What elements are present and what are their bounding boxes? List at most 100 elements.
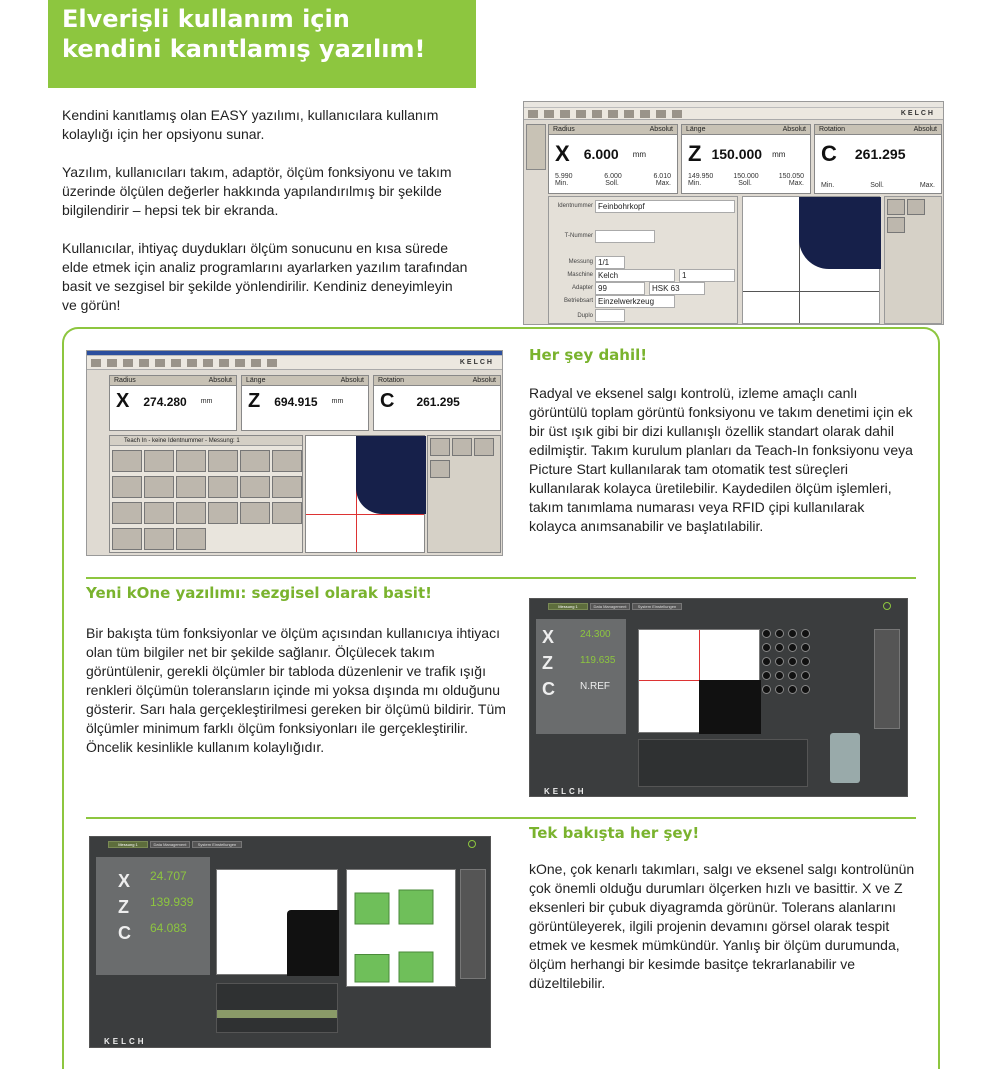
max-value: 6.010 (653, 173, 671, 180)
kelch-logo: KELCH (544, 787, 587, 796)
function-tile[interactable] (272, 476, 302, 498)
tool-icon[interactable] (801, 643, 810, 652)
function-tile[interactable] (112, 502, 142, 524)
tool-icon[interactable] (775, 671, 784, 680)
tab-data-management[interactable]: Data Management (150, 841, 190, 848)
tool-icon[interactable] (775, 629, 784, 638)
function-tile[interactable] (430, 460, 450, 478)
tool-icon (656, 109, 666, 118)
function-tile[interactable] (112, 450, 142, 472)
adapter-type-field[interactable]: HSK 63 (649, 282, 705, 295)
function-tile[interactable] (208, 450, 238, 472)
tab-data-management[interactable]: Data Management (590, 603, 630, 610)
function-tile[interactable] (240, 450, 270, 472)
duplo-field[interactable] (595, 309, 625, 322)
axis-tolerance-values: 5.990 6.000 6.010 (549, 173, 677, 180)
function-tile[interactable] (240, 502, 270, 524)
min-value: 5.990 (555, 173, 573, 180)
function-tile[interactable] (176, 476, 206, 498)
axis-value-x: 24.707 (150, 869, 187, 883)
soll-value: 6.000 (604, 173, 622, 180)
function-tile[interactable] (144, 476, 174, 498)
betriebsart-field[interactable]: Einzelwerkzeug (595, 295, 675, 308)
tool-icon[interactable] (801, 685, 810, 694)
axis-header: Radius Absolut (549, 125, 677, 135)
function-tile[interactable] (887, 217, 905, 233)
tool-icon[interactable] (788, 685, 797, 694)
maschine-number-field[interactable]: 1 (679, 269, 735, 282)
adapter-field[interactable]: 99 (595, 282, 645, 295)
function-tile[interactable] (272, 502, 302, 524)
function-tile[interactable] (208, 502, 238, 524)
function-tile[interactable] (144, 528, 174, 550)
power-icon[interactable] (468, 840, 476, 848)
function-tile[interactable] (452, 438, 472, 456)
min-label: Min. (555, 180, 569, 187)
soll-label: Soll. (738, 180, 752, 187)
tool-icon (672, 109, 682, 118)
axis-tolerance-values (815, 173, 941, 182)
function-tile[interactable] (112, 476, 142, 498)
function-tile[interactable] (907, 199, 925, 215)
axis-mode: Absolut (649, 126, 673, 133)
tool-icon[interactable] (775, 685, 784, 694)
tool-icon[interactable] (775, 657, 784, 666)
tool-icon[interactable] (762, 671, 771, 680)
function-tile[interactable] (144, 502, 174, 524)
tool-icon[interactable] (801, 629, 810, 638)
tab-system[interactable]: System Einstellungen (632, 603, 682, 610)
axis-letter-c: C (118, 923, 131, 943)
max-label: Max. (788, 180, 804, 187)
axis-panel (96, 857, 210, 975)
tool-icon[interactable] (801, 671, 810, 680)
power-icon[interactable] (883, 602, 891, 610)
axis-tolerance-labels: Min.Soll.Max. (682, 180, 810, 187)
tool-icon[interactable] (788, 671, 797, 680)
axis-value-x: 24.300 (580, 629, 611, 640)
tab-messung[interactable]: Messung 1 (548, 603, 588, 610)
tool-blade-image (356, 436, 426, 514)
tool-icon[interactable] (788, 657, 797, 666)
tab-label: System Einstellungen (637, 604, 677, 609)
tab-system[interactable]: System Einstellungen (192, 841, 242, 848)
tool-icon (171, 358, 181, 367)
tool-icon[interactable] (762, 685, 771, 694)
tool-icon[interactable] (762, 643, 771, 652)
tool-icon[interactable] (801, 657, 810, 666)
tool-icon (251, 358, 261, 367)
function-tile[interactable] (176, 528, 206, 550)
selected-row[interactable] (217, 1010, 337, 1018)
function-tile[interactable] (144, 450, 174, 472)
axis-letter-z: Z (248, 390, 261, 412)
function-tile[interactable] (176, 450, 206, 472)
function-tile[interactable] (272, 450, 302, 472)
tool-icon[interactable] (788, 643, 797, 652)
maschine-field[interactable]: Kelch (595, 269, 675, 282)
soll-value: 150.000 (733, 173, 759, 180)
side-function-bar (874, 629, 900, 729)
axis-name: Radius (553, 126, 575, 133)
tool-icon[interactable] (788, 629, 797, 638)
tool-icon[interactable] (762, 657, 771, 666)
section-text-2: Bir bakışta tüm fonksiyonlar ve ölçüm aç… (86, 625, 506, 755)
axis-mode: Absolut (782, 126, 806, 133)
function-tile[interactable] (176, 502, 206, 524)
function-tile[interactable] (474, 438, 494, 456)
tool-icon (640, 109, 650, 118)
tab-messung[interactable]: Messung 1 (108, 841, 148, 848)
tnumber-field[interactable] (595, 230, 655, 243)
tool-icon[interactable] (762, 629, 771, 638)
tool-icon[interactable] (775, 643, 784, 652)
function-tile[interactable] (208, 476, 238, 498)
ident-field[interactable]: Feinbohrkopf (595, 200, 735, 213)
function-tile[interactable] (430, 438, 450, 456)
tool-icon (576, 109, 586, 118)
function-tile[interactable] (887, 199, 905, 215)
function-tile[interactable] (112, 528, 142, 550)
function-tile[interactable] (240, 476, 270, 498)
messung-field[interactable]: 1/1 (595, 256, 625, 269)
